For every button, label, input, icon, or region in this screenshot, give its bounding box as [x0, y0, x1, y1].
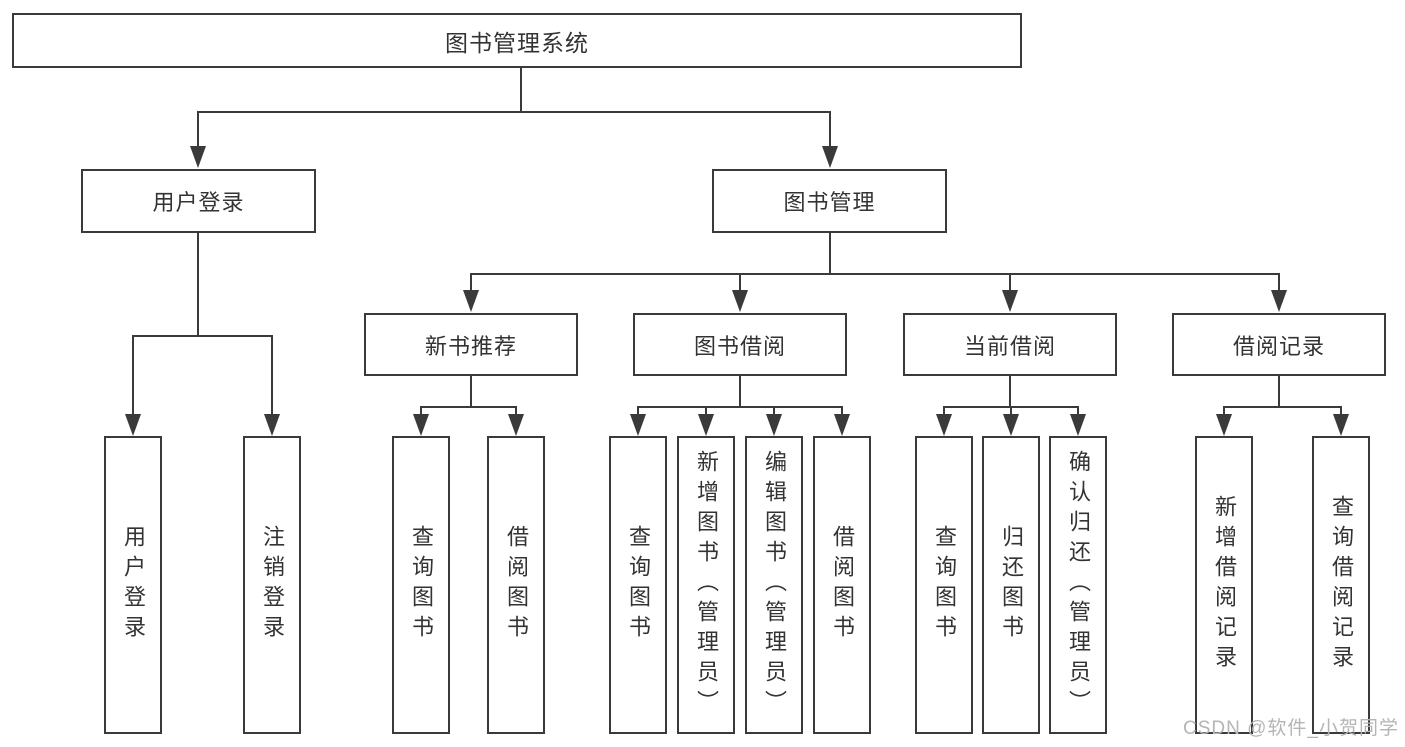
arrowhead-icon	[834, 414, 850, 436]
leaf-user-login: 用户登录	[104, 436, 162, 734]
leaf-query-books-recommend-label: 查询图书	[409, 525, 434, 645]
leaf-return-books: 归还图书	[982, 436, 1040, 734]
leaf-user-login-label: 用户登录	[121, 525, 146, 645]
arrowhead-icon	[732, 290, 748, 312]
arrowhead-icon	[508, 414, 524, 436]
leaf-add-books-admin: 新增图书（管理员）	[677, 436, 735, 734]
node-new-book-recommendation-label: 新书推荐	[424, 333, 517, 359]
leaf-borrow-books-borrow: 借阅图书	[813, 436, 871, 734]
leaf-logout-login-label: 注销登录	[260, 525, 285, 645]
arrowhead-icon	[1271, 290, 1287, 312]
leaf-borrow-books-borrow-label: 借阅图书	[830, 525, 855, 645]
node-book-management-label: 图书管理	[783, 190, 876, 215]
leaf-query-books-borrow: 查询图书	[609, 436, 667, 734]
leaf-borrow-books-recommend: 借阅图书	[487, 436, 545, 734]
leaf-add-borrow-record: 新增借阅记录	[1195, 436, 1253, 734]
arrowhead-icon	[1002, 290, 1018, 312]
node-user-login: 用户登录	[81, 169, 316, 233]
node-book-borrowing: 图书借阅	[633, 313, 847, 376]
leaf-query-books-current-label: 查询图书	[932, 525, 957, 645]
node-book-borrowing-label: 图书借阅	[693, 333, 786, 359]
arrowhead-icon	[1216, 414, 1232, 436]
watermark: CSDN @软件_小贺同学	[1183, 718, 1399, 739]
leaf-borrow-books-recommend-label: 借阅图书	[504, 525, 529, 645]
node-current-borrowing: 当前借阅	[903, 313, 1117, 376]
node-borrowing-records: 借阅记录	[1172, 313, 1386, 376]
arrowhead-icon	[463, 290, 479, 312]
arrowhead-icon	[698, 414, 714, 436]
node-book-management: 图书管理	[712, 169, 947, 233]
node-borrowing-records-label: 借阅记录	[1232, 333, 1325, 359]
node-library-system-label: 图书管理系统	[445, 29, 589, 56]
leaf-confirm-return-admin-label: 确认归还（管理员）	[1066, 450, 1091, 720]
arrowhead-icon	[413, 414, 429, 436]
arrowhead-icon	[1003, 414, 1019, 436]
node-current-borrowing-label: 当前借阅	[963, 333, 1056, 359]
leaf-return-books-label: 归还图书	[999, 525, 1024, 645]
arrowhead-icon	[822, 146, 838, 168]
leaf-query-books-current: 查询图书	[915, 436, 973, 734]
leaf-add-books-admin-label: 新增图书（管理员）	[694, 450, 719, 720]
node-new-book-recommendation: 新书推荐	[364, 313, 578, 376]
arrowhead-icon	[125, 414, 141, 436]
arrowhead-icon	[264, 414, 280, 436]
arrowhead-icon	[936, 414, 952, 436]
node-library-system: 图书管理系统	[12, 13, 1022, 68]
leaf-edit-books-admin-label: 编辑图书（管理员）	[762, 450, 787, 720]
node-user-login-label: 用户登录	[152, 190, 245, 215]
leaf-add-borrow-record-label: 新增借阅记录	[1212, 495, 1237, 675]
leaf-query-books-borrow-label: 查询图书	[626, 525, 651, 645]
arrowhead-icon	[1333, 414, 1349, 436]
arrowhead-icon	[630, 414, 646, 436]
leaf-confirm-return-admin: 确认归还（管理员）	[1049, 436, 1107, 734]
leaf-query-borrow-record: 查询借阅记录	[1312, 436, 1370, 734]
arrowhead-icon	[1070, 414, 1086, 436]
arrowhead-icon	[190, 146, 206, 168]
leaf-logout-login: 注销登录	[243, 436, 301, 734]
leaf-edit-books-admin: 编辑图书（管理员）	[745, 436, 803, 734]
leaf-query-borrow-record-label: 查询借阅记录	[1329, 495, 1354, 675]
leaf-query-books-recommend: 查询图书	[392, 436, 450, 734]
arrowhead-icon	[766, 414, 782, 436]
